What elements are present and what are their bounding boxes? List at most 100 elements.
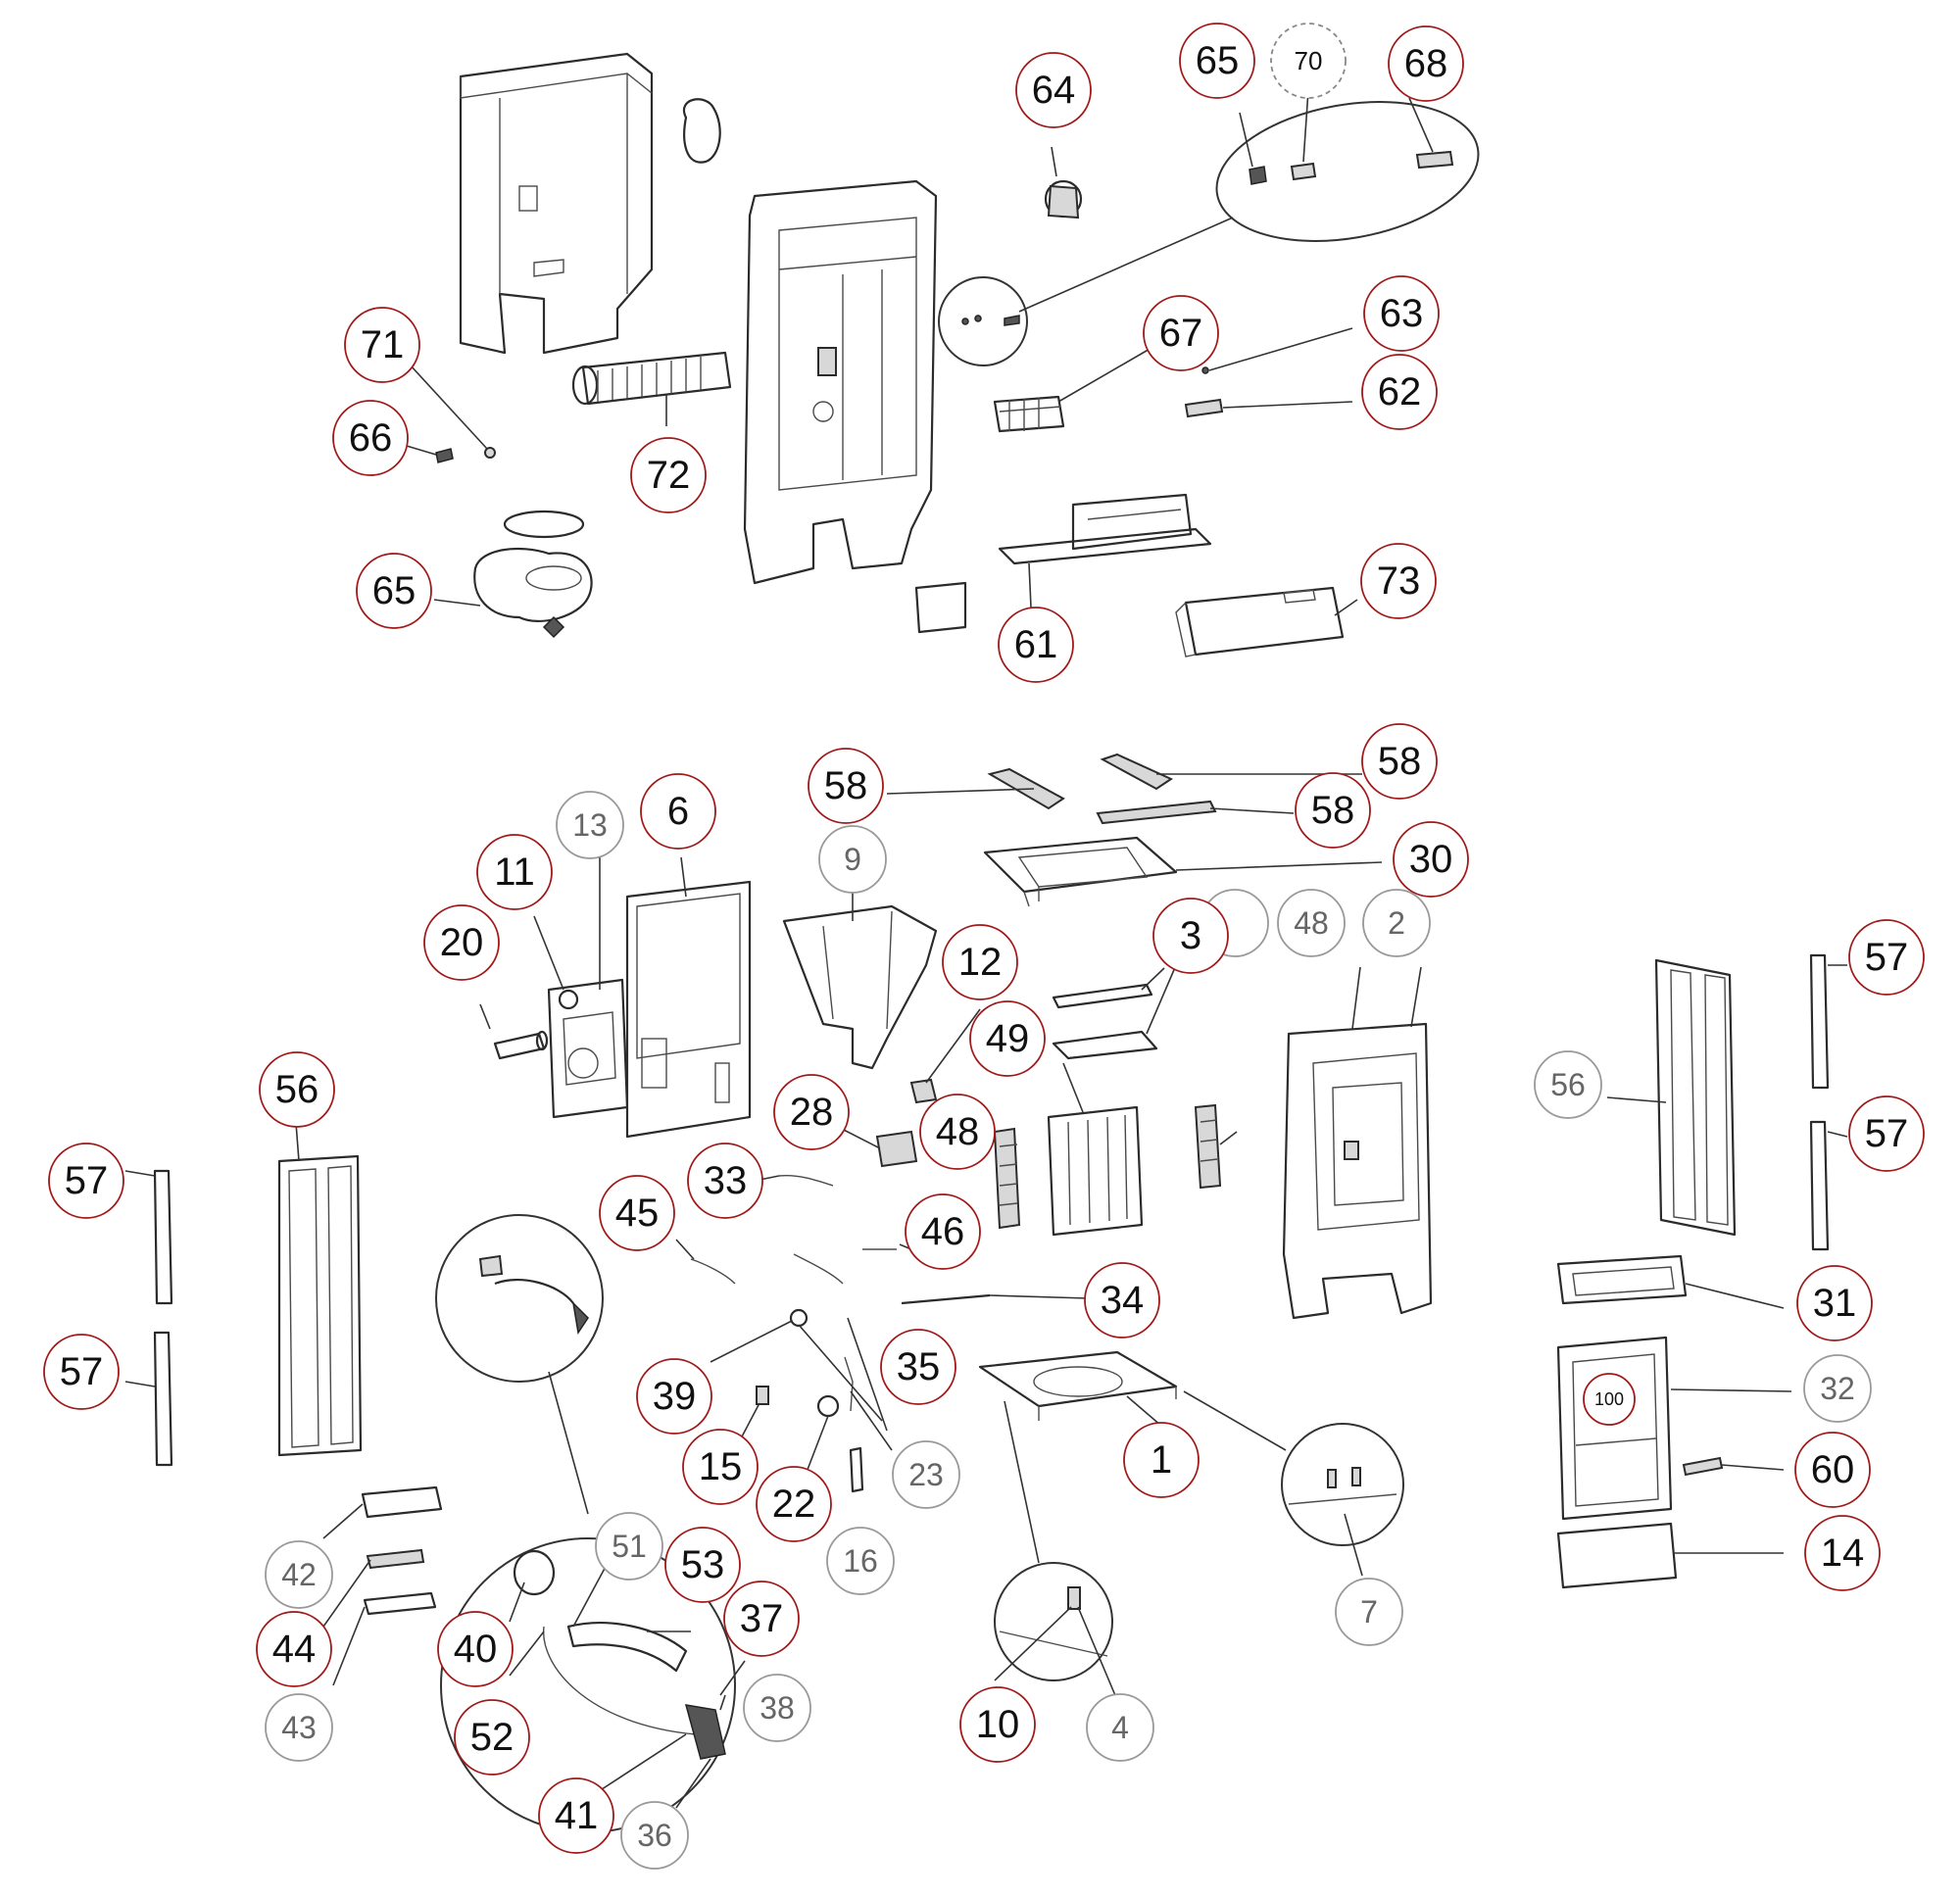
hopper-9 <box>782 904 938 1070</box>
callout-63: 63 <box>1363 275 1440 352</box>
gasket-ring <box>682 98 721 164</box>
callout-36: 36 <box>620 1801 689 1870</box>
cable-45 <box>690 1258 736 1285</box>
rear-cover-panel <box>459 52 654 355</box>
tangential-fan <box>571 351 732 426</box>
svg-text:65: 65 <box>1196 39 1240 82</box>
svg-text:61: 61 <box>1014 623 1058 666</box>
svg-text:73: 73 <box>1377 560 1421 603</box>
side-panel-6 <box>625 880 752 1139</box>
callout-57-left-top: 57 <box>48 1143 124 1219</box>
svg-text:28: 28 <box>790 1091 834 1134</box>
svg-text:70: 70 <box>1295 46 1323 75</box>
callout-66: 66 <box>332 400 409 476</box>
svg-text:65: 65 <box>372 569 416 612</box>
svg-text:22: 22 <box>772 1483 816 1526</box>
svg-text:48: 48 <box>936 1110 980 1153</box>
svg-text:67: 67 <box>1159 312 1203 355</box>
front-door-32 <box>1556 1336 1673 1521</box>
clip-44 <box>366 1548 425 1570</box>
callout-53: 53 <box>664 1527 741 1603</box>
callout-57-right-bottom: 57 <box>1848 1095 1925 1172</box>
svg-text:11: 11 <box>494 851 535 894</box>
svg-text:20: 20 <box>440 921 484 964</box>
detail-callout-base-left <box>994 1400 1113 1681</box>
svg-text:64: 64 <box>1032 69 1076 112</box>
svg-text:23: 23 <box>908 1457 944 1492</box>
callout-15: 15 <box>682 1429 759 1505</box>
svg-text:40: 40 <box>454 1628 498 1671</box>
callout-58-right-bottom: 58 <box>1295 772 1371 849</box>
svg-text:6: 6 <box>667 790 689 833</box>
callout-58-left: 58 <box>808 748 884 824</box>
svg-text:9: 9 <box>844 842 861 877</box>
plate-43 <box>363 1591 437 1616</box>
vent-grill-31 <box>1556 1254 1688 1305</box>
callout-33: 33 <box>687 1143 763 1219</box>
svg-text:14: 14 <box>1821 1532 1865 1575</box>
glass-door-56-right <box>1654 958 1737 1237</box>
callout-20: 20 <box>423 904 500 981</box>
callout-68: 68 <box>1388 25 1464 102</box>
grate-30 <box>983 836 1178 907</box>
callout-46: 46 <box>905 1193 981 1270</box>
callout-6: 6 <box>640 773 716 850</box>
svg-text:45: 45 <box>615 1192 660 1235</box>
callout-48-top: 48 <box>1277 889 1346 957</box>
svg-text:7: 7 <box>1360 1594 1378 1630</box>
callout-40: 40 <box>437 1611 514 1687</box>
bolt-66 <box>435 448 454 463</box>
callout-35: 35 <box>880 1329 956 1405</box>
svg-text:48: 48 <box>1294 905 1329 941</box>
control-board <box>547 978 629 1119</box>
grill-48-right <box>1194 1103 1222 1190</box>
callout-41: 41 <box>538 1777 614 1854</box>
rod-34 <box>901 1293 991 1305</box>
svg-text:56: 56 <box>1550 1067 1586 1102</box>
svg-text:60: 60 <box>1811 1448 1855 1491</box>
svg-text:16: 16 <box>843 1543 878 1579</box>
inspection-plate <box>914 581 967 634</box>
svg-text:43: 43 <box>281 1710 317 1745</box>
svg-text:57: 57 <box>60 1350 104 1393</box>
strip-57b <box>1809 1120 1830 1251</box>
svg-text:35: 35 <box>897 1345 941 1388</box>
callout-43: 43 <box>265 1693 333 1762</box>
callout-38: 38 <box>743 1674 811 1742</box>
callout-3: 3 <box>1152 898 1229 974</box>
callout-73: 73 <box>1360 543 1437 619</box>
callout-7: 7 <box>1335 1578 1403 1646</box>
callout-34: 34 <box>1084 1262 1160 1338</box>
svg-text:12: 12 <box>958 941 1003 984</box>
svg-text:63: 63 <box>1380 292 1424 335</box>
base-plate-1 <box>978 1350 1178 1421</box>
callout-2: 2 <box>1362 889 1431 957</box>
callout-32: 32 <box>1803 1354 1872 1423</box>
svg-text:57: 57 <box>1865 1112 1909 1155</box>
handle-60 <box>1682 1456 1724 1477</box>
svg-text:62: 62 <box>1378 370 1422 414</box>
svg-text:72: 72 <box>647 454 691 497</box>
svg-text:34: 34 <box>1101 1279 1145 1322</box>
plate-3a <box>1052 983 1153 1009</box>
callout-16: 16 <box>826 1527 895 1595</box>
callout-14: 14 <box>1804 1515 1881 1591</box>
callout-37: 37 <box>723 1581 800 1657</box>
callout-48-mid: 48 <box>919 1094 996 1170</box>
svg-text:2: 2 <box>1388 905 1405 941</box>
callout-65-top: 65 <box>1179 23 1255 99</box>
panel-14 <box>1556 1522 1678 1589</box>
brick-58c <box>1096 800 1217 825</box>
bracket-42 <box>361 1485 443 1519</box>
strip-57c <box>153 1169 173 1305</box>
svg-text:53: 53 <box>681 1543 725 1586</box>
svg-text:44: 44 <box>272 1628 317 1671</box>
detail-callout-auger <box>435 1214 604 1515</box>
strip-57d <box>153 1331 173 1467</box>
svg-text:13: 13 <box>572 807 608 843</box>
svg-text:58: 58 <box>824 764 868 807</box>
detail-callout-base-right <box>1183 1390 1404 1546</box>
callout-44: 44 <box>256 1611 332 1687</box>
switch-16 <box>849 1446 864 1493</box>
